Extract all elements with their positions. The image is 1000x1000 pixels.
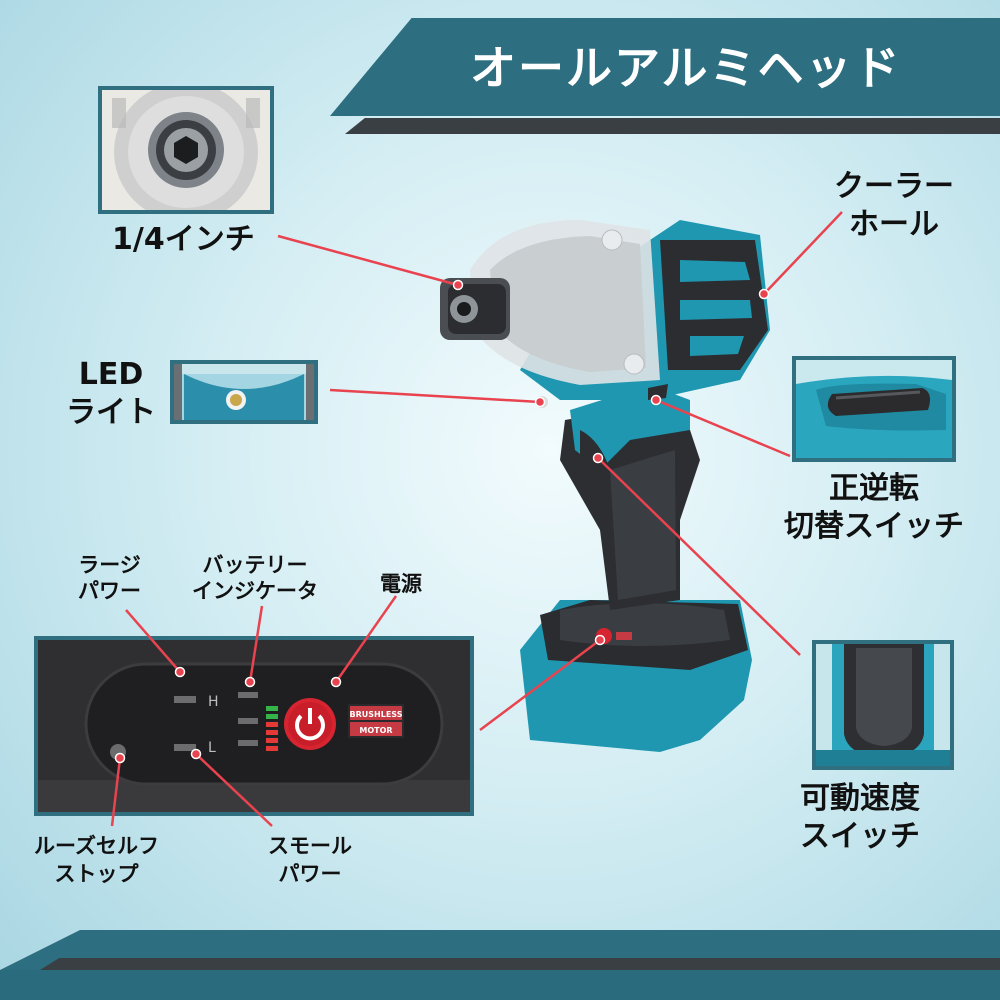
- label-loose-self-stop-line2: ストップ: [54, 862, 139, 886]
- label-small-power-line2: パワー: [278, 862, 342, 886]
- title-band-shadow: [345, 118, 1000, 134]
- title: オールアルミヘッド: [470, 41, 902, 95]
- title-band: [330, 18, 1000, 116]
- inset-chuck: [98, 86, 274, 214]
- label-battery-line2: インジケータ: [192, 579, 318, 603]
- label-fwd-rev-switch: 正逆転 切替スイッチ: [784, 470, 964, 546]
- label-fwd-rev-line2: 切替スイッチ: [784, 509, 964, 544]
- label-led-light: LED ライト: [66, 356, 156, 432]
- label-small-power: スモール パワー: [268, 832, 352, 888]
- label-cooler-hole-line1: クーラー: [834, 169, 954, 204]
- label-battery-line1: バッテリー: [202, 553, 308, 577]
- inset-trigger: [812, 640, 954, 770]
- inset-led: [170, 360, 318, 424]
- chuck-closeup-image: [102, 90, 270, 210]
- label-large-power-line1: ラージ: [78, 553, 141, 577]
- badge-line1: BRUSHLESS: [350, 710, 403, 719]
- footer-band-shadow: [40, 958, 1000, 970]
- label-variable-speed: 可動速度 スイッチ: [800, 780, 920, 856]
- label-small-power-line1: スモール: [268, 834, 352, 858]
- label-quarter-inch: 1/4インチ: [112, 222, 255, 257]
- label-variable-speed-line1: 可動速度: [800, 781, 920, 816]
- label-variable-speed-line2: スイッチ: [800, 819, 920, 854]
- label-large-power: ラージ パワー: [78, 552, 141, 604]
- label-power: 電源: [380, 572, 422, 596]
- label-led-line2: ライト: [66, 395, 156, 430]
- label-cooler-hole: クーラー ホール: [834, 168, 954, 244]
- inset-direction-switch: [792, 356, 956, 462]
- trigger-closeup-image: [816, 644, 950, 766]
- led-closeup-image: [174, 364, 314, 420]
- control-panel-image: BRUSHLESS MOTOR H L: [38, 640, 470, 812]
- low-label: L: [208, 740, 216, 756]
- label-large-power-line2: パワー: [78, 579, 141, 603]
- switch-closeup-image: [796, 360, 952, 458]
- badge-line2: MOTOR: [359, 726, 392, 735]
- label-fwd-rev-line1: 正逆転: [829, 471, 919, 506]
- label-loose-self-stop: ルーズセルフ ストップ: [34, 832, 159, 888]
- label-cooler-hole-line2: ホール: [849, 207, 939, 242]
- label-battery-indicator: バッテリー インジケータ: [192, 552, 318, 604]
- label-led-line1: LED: [78, 357, 144, 392]
- label-loose-self-stop-line1: ルーズセルフ: [34, 834, 159, 858]
- footer-band-bottom: [0, 970, 1000, 1000]
- inset-control-panel: BRUSHLESS MOTOR H L: [34, 636, 474, 816]
- high-label: H: [208, 694, 219, 710]
